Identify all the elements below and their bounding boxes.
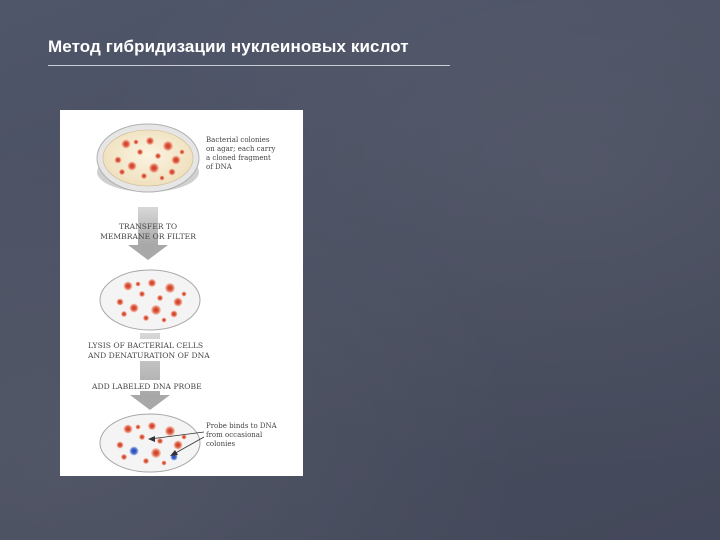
caption-top: Bacterial colonies on agar; each carry a… <box>206 136 275 171</box>
bacterial-colony <box>133 139 139 145</box>
caption-bottom-line-3: colonies <box>206 440 235 448</box>
bacterial-colony <box>179 149 185 155</box>
caption-top-line-4: of DNA <box>206 163 233 171</box>
bacterial-colony <box>161 460 167 466</box>
title-underline <box>48 65 450 66</box>
step-transfer-line-1: TRANSFER TO <box>119 222 177 231</box>
step-add-probe: ADD LABELED DNA PROBE <box>91 382 202 391</box>
bacterial-colony <box>148 422 156 430</box>
hybridization-diagram: Bacterial colonies on agar; each carry a… <box>86 123 278 473</box>
bacterial-colony <box>121 454 127 460</box>
step-lysis-line-1: LYSIS OF BACTERIAL CELLS <box>88 341 203 350</box>
bacterial-colony <box>181 434 187 440</box>
pointer-arrowhead-2 <box>170 450 178 456</box>
bacterial-colony <box>173 297 183 307</box>
bacterial-colony <box>114 156 122 164</box>
bacterial-colony <box>157 295 163 301</box>
bacterial-colony <box>165 426 175 436</box>
bacterial-colony <box>155 153 161 159</box>
caption-bottom-line-1: Probe binds to DNA <box>206 422 278 430</box>
caption-bottom-line-2: from occasional <box>206 431 263 439</box>
bacterial-colony <box>143 315 149 321</box>
bacterial-colony <box>149 163 159 173</box>
bacterial-colony <box>181 291 187 297</box>
caption-bottom: Probe binds to DNA from occasional colon… <box>206 422 278 448</box>
bacterial-colony <box>148 279 156 287</box>
membrane-filter <box>99 269 201 331</box>
bacterial-colony <box>137 149 143 155</box>
bacterial-colony <box>168 168 176 176</box>
bacterial-colony <box>135 424 141 430</box>
bacterial-colony <box>135 281 141 287</box>
probe-bound-colony <box>129 446 139 456</box>
step-lysis-line-2: AND DENATURATION OF DNA <box>87 351 210 360</box>
bacterial-colony <box>123 281 133 291</box>
bacterial-colony <box>151 305 161 315</box>
bacterial-colony <box>170 310 178 318</box>
bacterial-colony <box>116 298 124 306</box>
bacterial-colony <box>171 155 181 165</box>
petri-dish-agar <box>96 123 200 193</box>
bacterial-colony <box>123 424 133 434</box>
bacterial-colony <box>165 283 175 293</box>
bacterial-colony <box>157 438 163 444</box>
bacterial-colony <box>139 291 145 297</box>
bacterial-colony <box>143 458 149 464</box>
bacterial-colony <box>139 434 145 440</box>
bacterial-colony <box>121 139 131 149</box>
bacterial-colony <box>151 448 161 458</box>
bacterial-colony <box>163 141 173 151</box>
hybridization-figure: Bacterial colonies on agar; each carry a… <box>60 110 303 476</box>
caption-top-line-1: Bacterial colonies <box>206 136 270 144</box>
bacterial-colony <box>159 175 165 181</box>
bacterial-colony <box>127 161 137 171</box>
slide-title: Метод гибридизации нуклеиновых кислот <box>48 37 409 56</box>
bacterial-colony <box>161 317 167 323</box>
bacterial-colony <box>173 440 183 450</box>
bacterial-colony <box>119 169 125 175</box>
caption-top-line-2: on agar; each carry <box>206 145 275 153</box>
bacterial-colony <box>146 137 154 145</box>
pointer-line-2 <box>171 436 205 456</box>
step-transfer-line-2: MEMBRANE OR FILTER <box>100 232 196 241</box>
caption-top-line-3: a cloned fragment <box>206 154 271 162</box>
bacterial-colony <box>116 441 124 449</box>
bacterial-colony <box>121 311 127 317</box>
colony-group-2 <box>116 279 187 323</box>
pointer-line-1 <box>149 431 205 440</box>
bacterial-colony <box>141 173 147 179</box>
colony-group-1 <box>114 137 185 181</box>
down-arrow-1 <box>128 207 168 260</box>
pointer-arrowhead-1 <box>148 436 155 442</box>
bacterial-colony <box>129 303 139 313</box>
